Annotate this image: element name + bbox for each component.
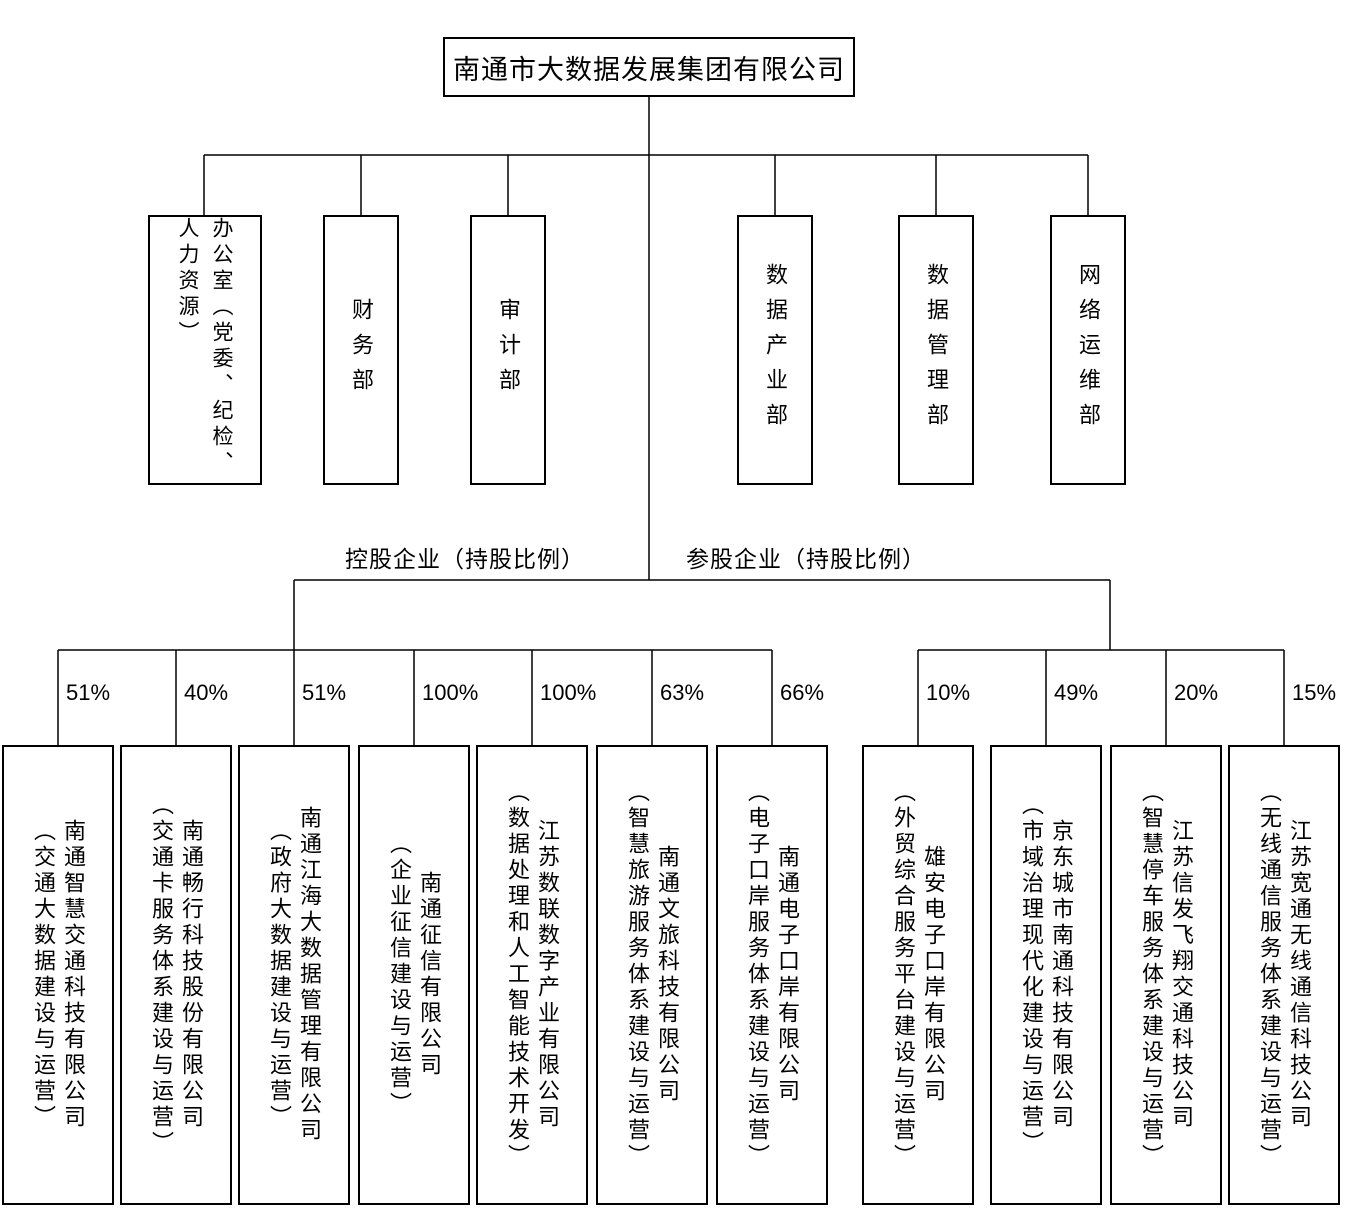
company-name: 南通电子口岸有限公司	[775, 845, 800, 1105]
connector-path	[57, 97, 1285, 745]
ownership-percentage: 10%	[926, 680, 971, 705]
ownership-percentage: 100%	[422, 680, 479, 705]
company-description: （政府大数据建设与运营）	[267, 819, 292, 1131]
department-label: 办公室（党委、纪检、人力资源）	[176, 217, 234, 477]
ownership-percentage: 40%	[184, 680, 229, 705]
department-node-finance: 财务部	[323, 215, 399, 485]
company-node: 南通电子口岸有限公司 （电子口岸服务体系建设与运营）	[716, 745, 828, 1205]
company-node: 南通文旅科技有限公司 （智慧旅游服务体系建设与运营）	[596, 745, 708, 1205]
department-node-data-industry: 数据产业部	[737, 215, 813, 485]
department-label: 数据产业部	[763, 262, 788, 438]
company-name: 南通畅行科技股份有限公司	[179, 819, 204, 1131]
company-name: 南通征信有限公司	[417, 871, 442, 1079]
company-node: 京东城市南通科技有限公司 （市域治理现代化建设与运营）	[990, 745, 1102, 1205]
company-node: 南通畅行科技股份有限公司 （交通卡服务体系建设与运营）	[120, 745, 232, 1205]
ownership-percentage: 66%	[780, 680, 825, 705]
company-name: 雄安电子口岸有限公司	[921, 845, 946, 1105]
ownership-percentage: 20%	[1174, 680, 1219, 705]
company-description: （智慧旅游服务体系建设与运营）	[625, 780, 650, 1170]
ownership-percentage: 100%	[540, 680, 597, 705]
company-description: （电子口岸服务体系建设与运营）	[745, 780, 770, 1170]
ownership-percentage: 63%	[660, 680, 705, 705]
department-node-network-ops: 网络运维部	[1050, 215, 1126, 485]
department-label: 财务部	[349, 297, 374, 403]
ownership-percentage: 51%	[302, 680, 347, 705]
ownership-percentage: 49%	[1054, 680, 1099, 705]
company-node: 雄安电子口岸有限公司 （外贸综合服务平台建设与运营）	[862, 745, 974, 1205]
department-node-audit: 审计部	[470, 215, 546, 485]
company-node: 江苏宽通无线通信科技公司 （无线通信服务体系建设与运营）	[1228, 745, 1340, 1205]
department-node-data-management: 数据管理部	[898, 215, 974, 485]
company-description: （交通大数据建设与运营）	[31, 819, 56, 1131]
company-description: （数据处理和人工智能技术开发）	[505, 780, 530, 1170]
company-description: （外贸综合服务平台建设与运营）	[891, 780, 916, 1170]
company-description: （企业征信建设与运营）	[387, 832, 412, 1118]
company-name: 江苏宽通无线通信科技公司	[1287, 819, 1312, 1131]
company-description: （市域治理现代化建设与运营）	[1019, 793, 1044, 1157]
company-description: （智慧停车服务体系建设与运营）	[1139, 780, 1164, 1170]
participating-group-label: 参股企业（持股比例）	[686, 547, 926, 572]
company-name: 江苏数联数字产业有限公司	[535, 819, 560, 1131]
company-name: 南通文旅科技有限公司	[655, 845, 680, 1105]
company-description: （无线通信服务体系建设与运营）	[1257, 780, 1282, 1170]
department-label: 网络运维部	[1076, 262, 1101, 438]
ownership-percentage: 51%	[66, 680, 111, 705]
company-node: 南通征信有限公司 （企业征信建设与运营）	[358, 745, 470, 1205]
department-label: 数据管理部	[924, 262, 949, 438]
company-name: 江苏信发飞翔交通科技公司	[1169, 819, 1194, 1131]
company-description: （交通卡服务体系建设与运营）	[149, 793, 174, 1157]
department-node-office: 办公室（党委、纪检、人力资源）	[148, 215, 262, 485]
root-node: 南通市大数据发展集团有限公司	[443, 37, 855, 97]
company-node: 江苏数联数字产业有限公司 （数据处理和人工智能技术开发）	[476, 745, 588, 1205]
root-title: 南通市大数据发展集团有限公司	[453, 54, 845, 85]
company-node: 南通智慧交通科技有限公司 （交通大数据建设与运营）	[2, 745, 114, 1205]
company-name: 南通智慧交通科技有限公司	[61, 819, 86, 1131]
company-node: 江苏信发飞翔交通科技公司 （智慧停车服务体系建设与运营）	[1110, 745, 1222, 1205]
company-name: 京东城市南通科技有限公司	[1049, 819, 1074, 1131]
ownership-percentage: 15%	[1292, 680, 1337, 705]
company-node: 南通江海大数据管理有限公司 （政府大数据建设与运营）	[238, 745, 350, 1205]
department-label: 审计部	[496, 297, 521, 403]
holding-group-label: 控股企业（持股比例）	[345, 547, 585, 572]
company-name: 南通江海大数据管理有限公司	[297, 806, 322, 1144]
